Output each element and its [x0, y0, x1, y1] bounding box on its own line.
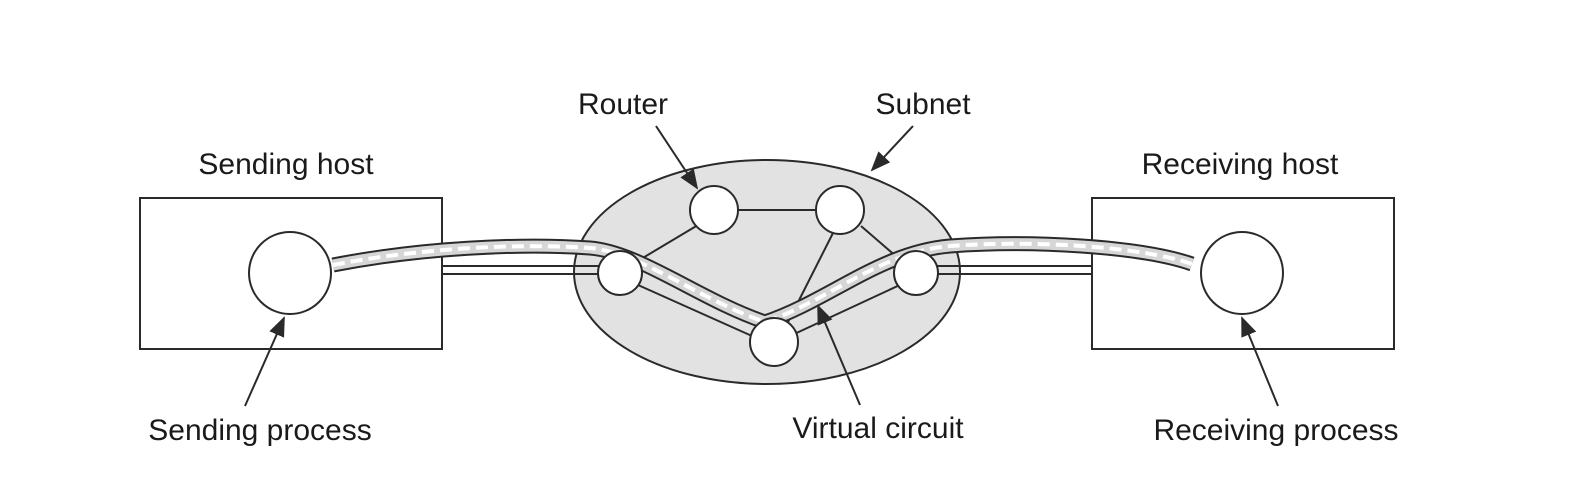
right-host-link: [924, 265, 1092, 275]
router-top-left: [689, 185, 739, 235]
router-right: [893, 250, 939, 296]
sending-process-label: Sending process: [148, 414, 371, 447]
receiving-process-label: Receiving process: [1153, 414, 1398, 447]
subnet-links: [635, 209, 906, 337]
virtual-circuit-label: Virtual circuit: [792, 412, 964, 445]
router-label: Router: [578, 88, 668, 121]
sending-process-circle: [248, 231, 332, 315]
sending-host-label: Sending host: [198, 148, 374, 181]
virtual-circuit-arrow: [817, 304, 861, 406]
router-arrow: [655, 125, 699, 190]
receiving-process-circle: [1200, 231, 1284, 315]
subnet-label: Subnet: [875, 88, 971, 121]
left-host-link: [442, 265, 608, 275]
receiving-host-label: Receiving host: [1142, 148, 1339, 181]
sending-process-arrow: [244, 316, 285, 407]
router-left: [597, 250, 643, 296]
router-top-right: [815, 185, 865, 235]
subnet-arrow: [870, 125, 914, 172]
receiving-process-arrow: [1241, 316, 1279, 407]
router-bottom: [749, 317, 799, 367]
